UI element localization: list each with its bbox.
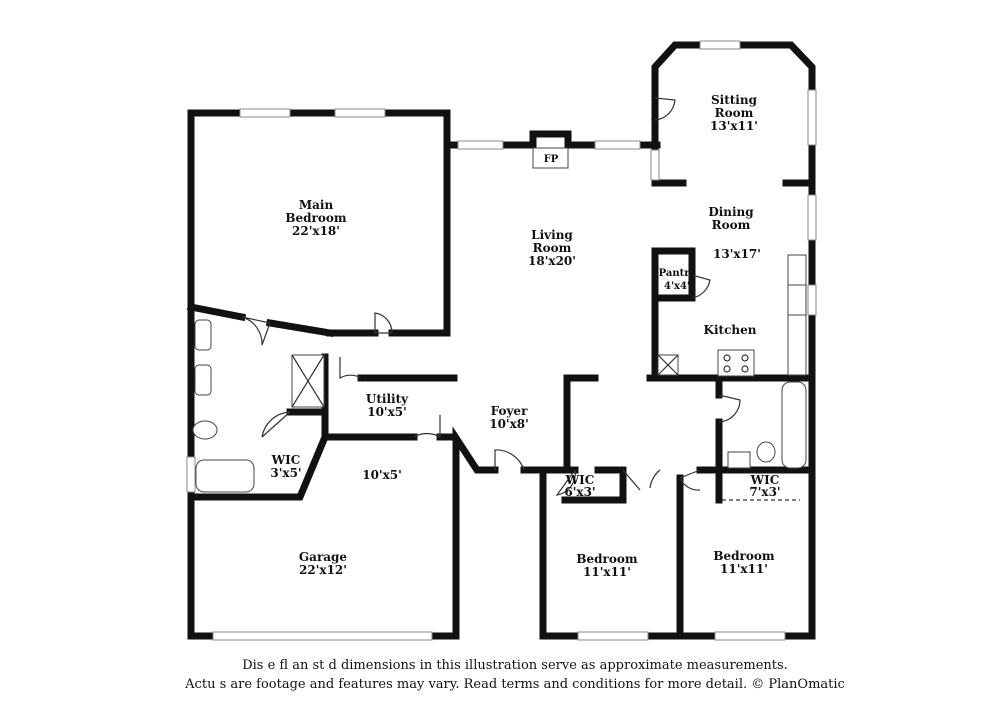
sink-icon [727,451,751,469]
wic-bed3-name: WIC [750,473,780,487]
main-bedroom-name-2: Bedroom [285,211,346,225]
sitting-room-size: 13'x11' [710,119,758,133]
wic-main-size: 3'x5' [270,466,301,480]
stove-icon [717,349,755,377]
main-bedroom-name-1: Main [299,198,334,212]
bathtub-icon [781,381,807,469]
toilet-icon [192,420,218,440]
room-labels: Sitting Room 13'x11' Main Bedroom 22'x18… [270,93,780,579]
sitting-room-name-2: Room [715,106,754,120]
foyer-name: Foyer [491,404,528,418]
bedroom2-name: Bedroom [576,552,637,566]
pantry-name: Pantry [659,268,697,279]
bedroom2-size: 11'x11' [583,565,631,579]
disclaimer-line-2: Actu s are footage and features may vary… [185,677,845,692]
garage-size: 22'x12' [299,563,347,577]
interior-walls [186,141,816,640]
living-room-size: 18'x20' [528,254,576,268]
living-room-name-1: Living [531,228,573,242]
kitchen-name: Kitchen [704,323,757,337]
doors [241,97,800,501]
wic-main-name: WIC [271,453,301,467]
bathtub-icon [195,459,255,493]
wic-bed2-size: 6'x3' [564,485,595,499]
wic-bed3-size: 7'x3' [749,485,780,499]
utility-name: Utility [366,392,409,406]
pantry-size: 4'x4' [664,281,690,292]
fixtures [192,147,807,493]
utility-size: 10'x5' [367,405,407,419]
garage-extra-size: 10'x5' [362,468,402,482]
sitting-room-name-1: Sitting [711,93,758,107]
bedroom3-size: 11'x11' [720,562,768,576]
dining-room-name-1: Dining [708,205,754,219]
main-bedroom-size: 22'x18' [292,224,340,238]
windows [186,40,817,641]
kitchen-sink-icon [787,284,807,316]
dining-room-name-2: Room [712,218,751,232]
fireplace-label: FP [544,154,559,165]
disclaimer: Dis e fl an st d dimensions in this illu… [0,656,1000,694]
foyer-size: 10'x8' [489,417,529,431]
sink-icon [194,319,212,351]
living-room-name-2: Room [533,241,572,255]
floor-plan: Sitting Room 13'x11' Main Bedroom 22'x18… [186,40,817,641]
fireplace-icon [532,147,569,169]
disclaimer-line-1: Dis e fl an st d dimensions in this illu… [242,658,788,673]
bedroom3-name: Bedroom [713,549,774,563]
garage-name: Garage [299,550,348,564]
dining-room-size: 13'x17' [713,247,761,261]
toilet-icon [756,441,776,463]
exterior-walls [187,41,816,640]
wic-bed2-name: WIC [565,473,595,487]
sink-icon [194,364,212,396]
